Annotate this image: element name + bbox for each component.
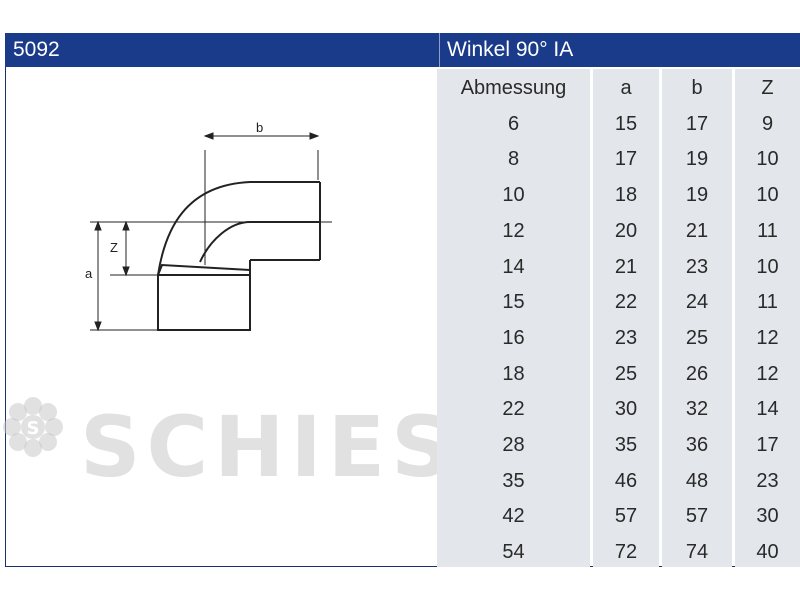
elbow-technical-drawing: b Z a: [85, 120, 332, 332]
table-cell: 24: [685, 291, 709, 314]
svg-text:S: S: [27, 418, 40, 439]
table-cell: 30: [614, 398, 638, 421]
header-divider: [439, 33, 440, 67]
table-cell: 72: [614, 541, 638, 564]
table-cell: 57: [685, 505, 709, 528]
table-cell: 17: [756, 434, 779, 456]
table-cell: 11: [757, 291, 778, 314]
schiessl-logo-icon: S: [3, 397, 63, 457]
product-title: Winkel 90° IA: [447, 38, 574, 61]
table-header-cell: b: [691, 77, 703, 99]
table-cell: 23: [756, 469, 779, 492]
table-cell: 35: [502, 469, 525, 492]
table-cell: 10: [756, 148, 779, 171]
table-cell: 25: [685, 326, 709, 349]
table-cell: 16: [502, 326, 525, 349]
table-cell: 10: [502, 184, 525, 207]
table-cell: 10: [756, 184, 779, 207]
table-cell: 19: [685, 184, 709, 207]
table-cell: 23: [614, 326, 638, 349]
table-header-cell: Z: [761, 77, 774, 99]
table-cell: 14: [502, 255, 525, 278]
table-cell: 42: [502, 505, 525, 528]
table-cell: 18: [614, 184, 638, 207]
table-cell: 54: [502, 541, 525, 564]
table-cell: 10: [756, 255, 779, 278]
table-cell: 21: [614, 255, 638, 278]
table-cell: 6: [507, 112, 520, 135]
table-cell: 15: [502, 291, 525, 314]
table-cell: 22: [614, 291, 638, 314]
table-header-cell: Abmessung: [460, 77, 567, 99]
table-cell: 36: [685, 434, 709, 456]
product-header: 5092 Winkel 90° IA: [5, 33, 800, 67]
table-cell: 28: [502, 434, 525, 456]
dimension-label-z: Z: [110, 240, 118, 255]
table-column-bg: [437, 69, 590, 567]
dimension-label-b: b: [256, 120, 263, 135]
table-cell: 11: [757, 219, 778, 242]
table-cell: 14: [756, 398, 779, 421]
dimension-label-a: a: [85, 266, 93, 281]
table-cell: 17: [614, 148, 638, 171]
table-column-bg: [662, 69, 732, 567]
elbow-outer-curve: [157, 181, 320, 276]
table-cell: 22: [502, 398, 525, 421]
table-header-cell: a: [620, 77, 632, 99]
table-cell: 48: [685, 469, 709, 492]
table-cell: 18: [502, 362, 525, 385]
table-column-bg: [593, 69, 659, 567]
product-frame: [5, 33, 800, 567]
table-cell: 21: [685, 219, 709, 242]
product-code: 5092: [13, 38, 60, 61]
table-cell: 74: [685, 541, 709, 564]
table-cell: 35: [614, 434, 638, 456]
table-cell: 30: [756, 505, 779, 528]
dimension-table: Abmessung a b Z 6 15 17 9 8 17 19 10 10 18 19 10 12 20 21 1…: [437, 69, 800, 567]
table-cell: 15: [614, 112, 638, 135]
table-cell: 40: [756, 541, 779, 564]
table-cell: 12: [756, 362, 779, 385]
table-cell: 25: [614, 362, 638, 385]
table-cell: 26: [685, 362, 709, 385]
table-cell: 19: [685, 148, 709, 171]
elbow-inner-curve: [199, 221, 320, 263]
table-cell: 23: [685, 255, 709, 278]
table-cell: 17: [685, 112, 709, 135]
table-cell: 46: [614, 469, 638, 492]
table-cell: 32: [685, 398, 709, 421]
table-cell: 9: [761, 112, 774, 135]
table-cell: 20: [614, 219, 638, 242]
table-cell: 12: [756, 326, 779, 349]
elbow-sleeve: [157, 274, 251, 331]
table-cell: 8: [507, 148, 520, 171]
table-cell: 57: [614, 505, 638, 528]
table-cell: 12: [502, 219, 525, 242]
table-column-bg: [735, 69, 800, 567]
